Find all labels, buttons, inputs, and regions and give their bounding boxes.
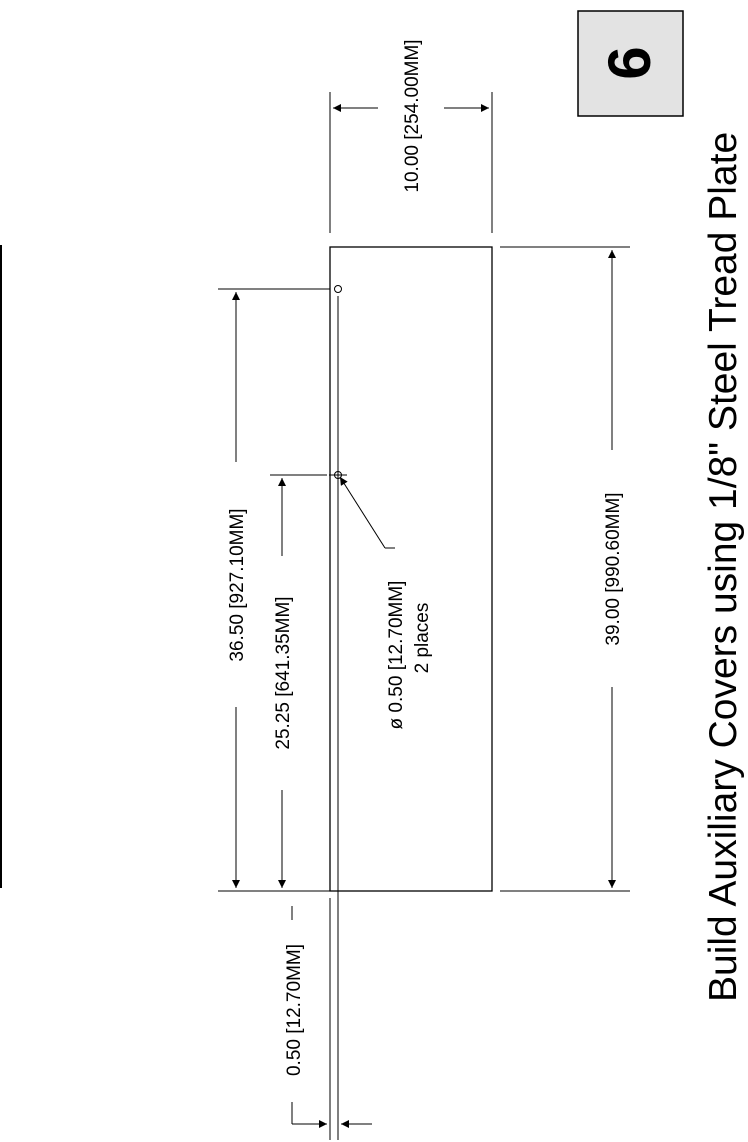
hole-callout: ø 0.50 [12.70MM] 2 places (339, 476, 433, 730)
hole-mid-dimension-label: 25.25 [641.35MM] (273, 596, 294, 749)
width-dimension-label: 10.00 [254.00MM] (402, 39, 423, 192)
edge-offset-dimension-label: 0.50 [12.70MM] (284, 944, 305, 1076)
width-dimension: 10.00 [254.00MM] (329, 39, 493, 233)
hole-far-dimension-label: 36.50 [927.10MM] (227, 508, 248, 661)
edge-offset-dimension: 0.50 [12.70MM] (284, 898, 372, 1140)
hole-callout-count: 2 places (412, 603, 433, 674)
step-number-box (577, 10, 684, 117)
hole-mid-dimension: 25.25 [641.35MM] (270, 474, 327, 888)
drawing-title: Build Auxiliary Covers using 1/8" Steel … (702, 132, 745, 1002)
step-number: 6 (596, 46, 663, 79)
length-dimension-label: 39.00 [990.60MM] (603, 492, 624, 645)
hole-far-dimension: 36.50 [927.10MM] (218, 288, 330, 892)
hole-1 (334, 285, 342, 293)
hole-callout-diameter: ø 0.50 [12.70MM] (386, 581, 407, 730)
length-dimension: 39.00 [990.60MM] (500, 246, 630, 892)
plate-outline (329, 246, 493, 892)
step-number-badge: 6 (577, 10, 684, 117)
